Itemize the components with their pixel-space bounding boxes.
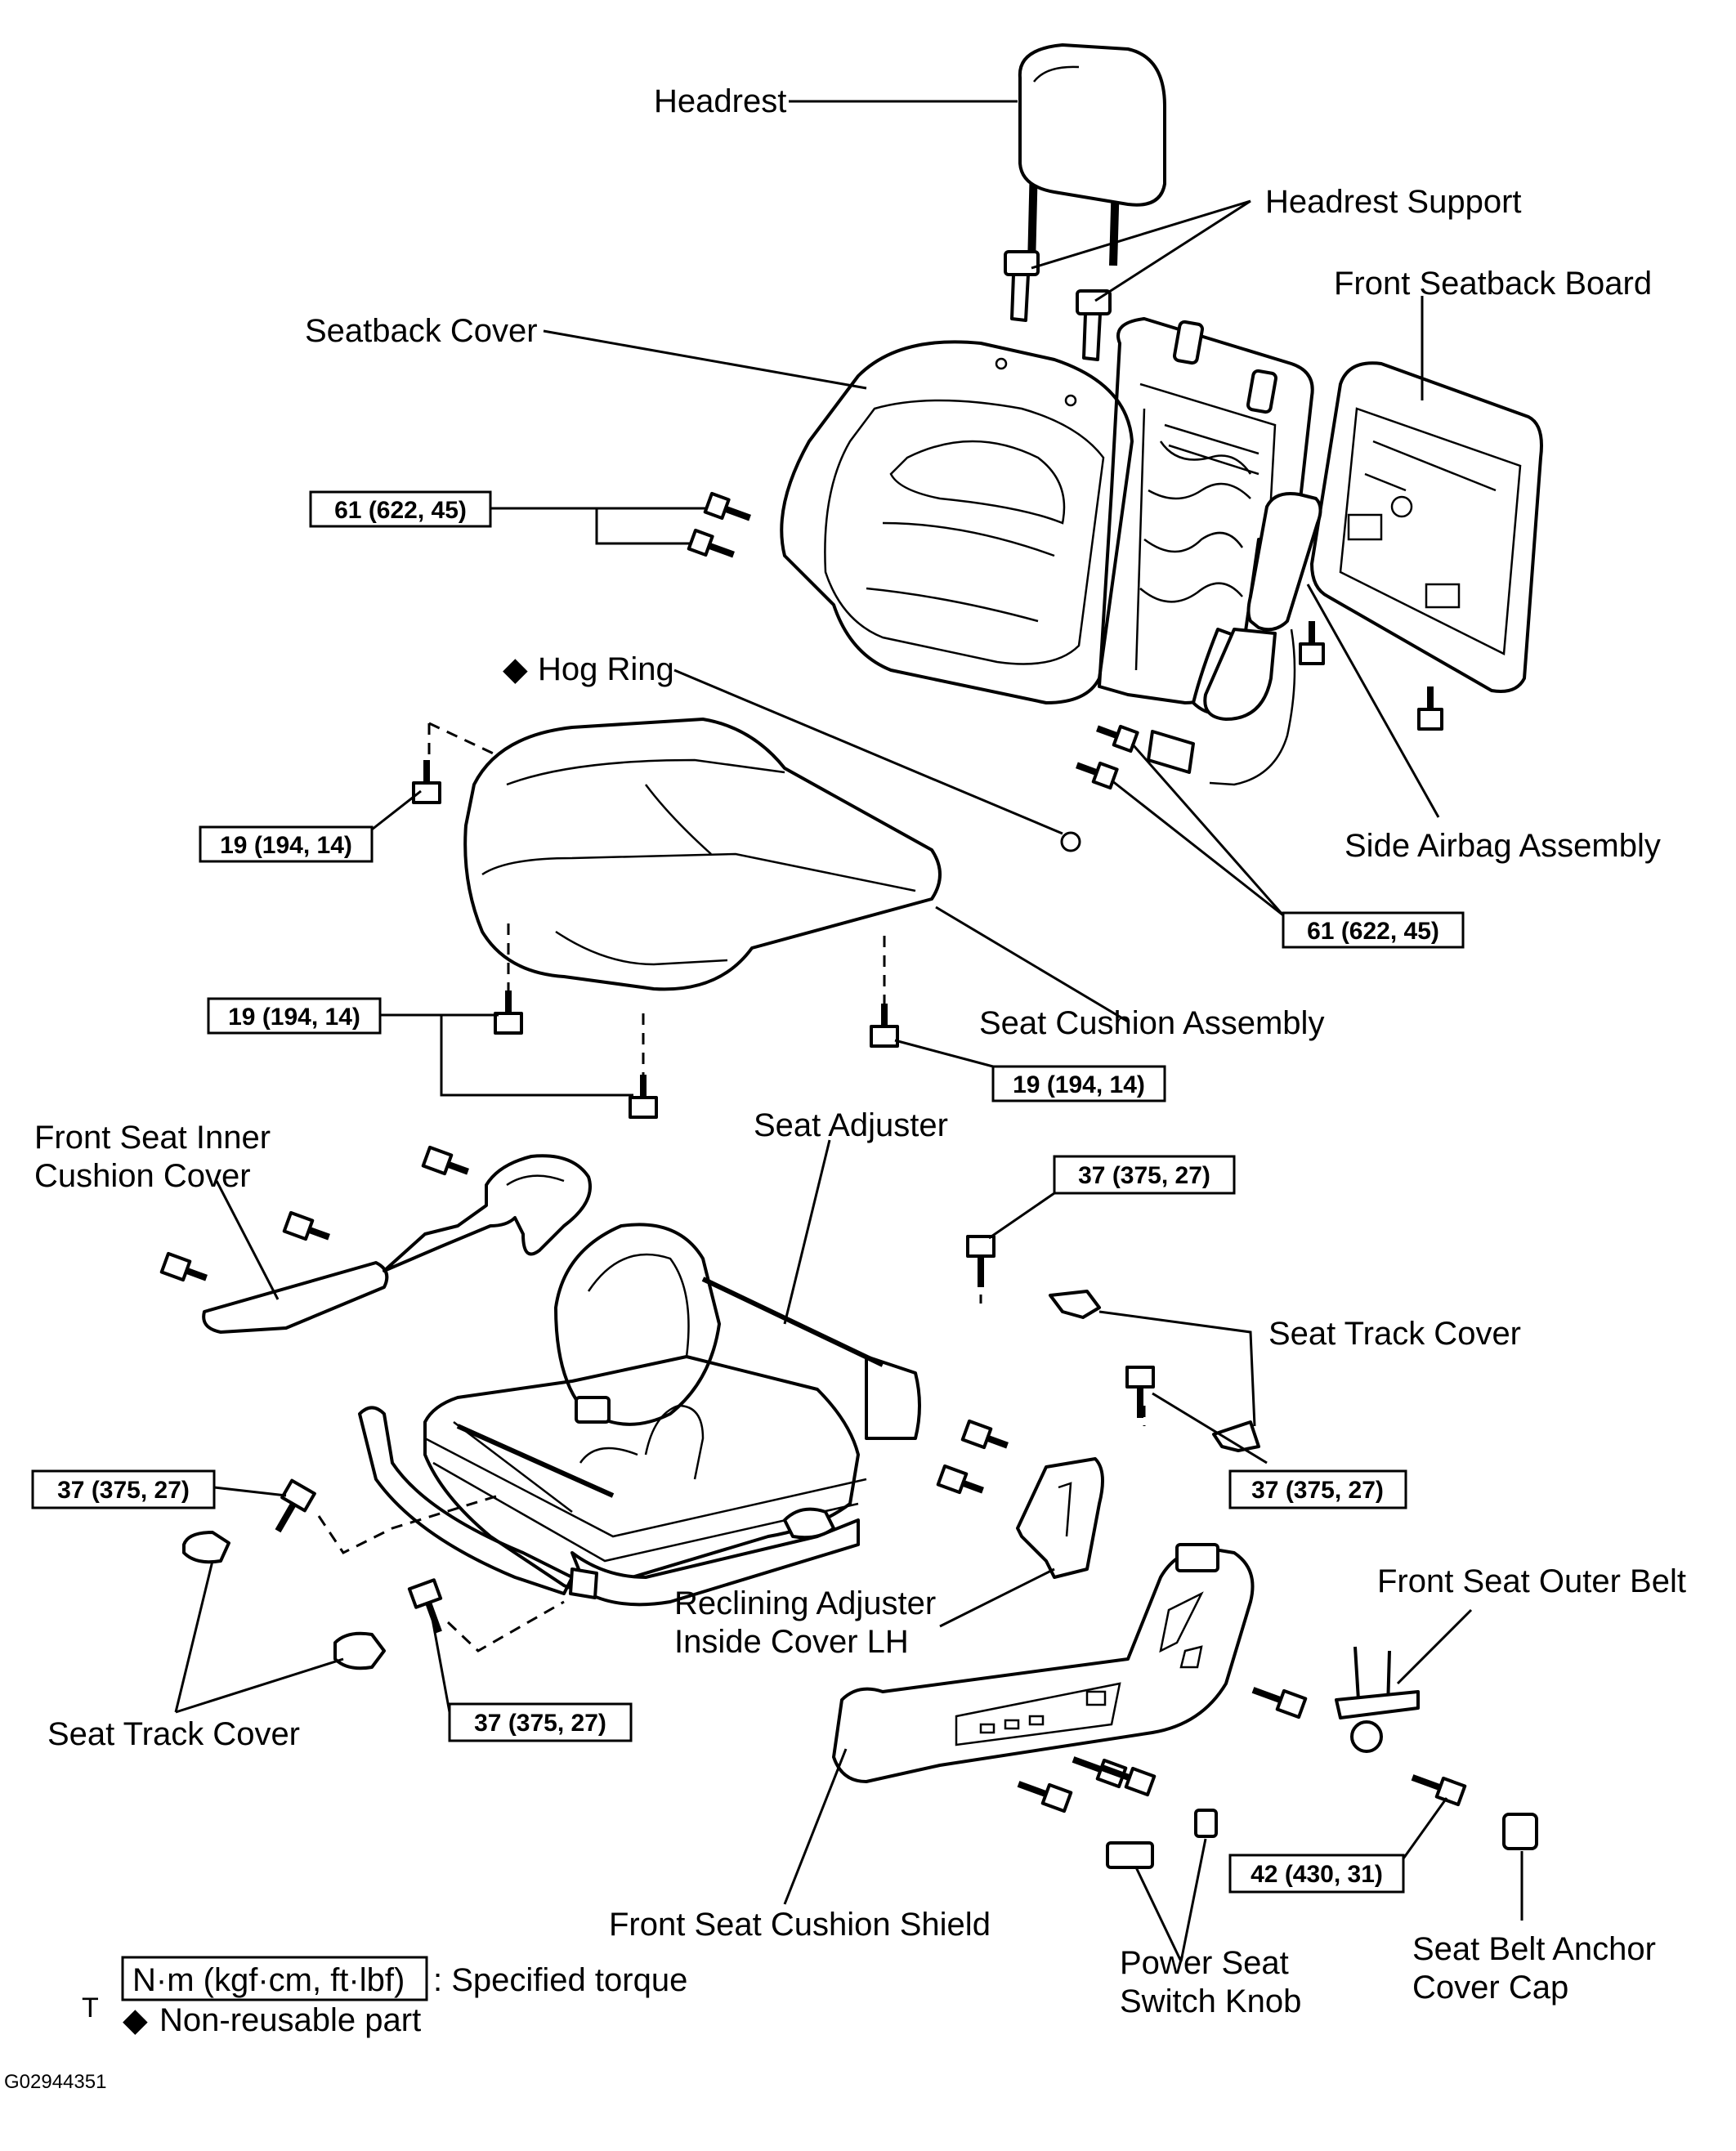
front-seat-cushion-shield-part — [832, 1543, 1255, 1783]
label-front-seatback-board: Front Seatback Board — [1334, 266, 1652, 302]
legend-non-reusable-part: Non-reusable part — [159, 2002, 421, 2038]
legend-corner-mark: T — [82, 1992, 99, 2024]
power-seat-switch-knob-small-part — [1194, 1809, 1218, 1838]
label-seat-belt-anchor-cover-cap: Seat Belt Anchor Cover Cap — [1412, 1931, 1656, 2006]
svg-text:Seat Belt Anchor: Seat Belt Anchor — [1412, 1931, 1656, 1967]
svg-text:Inside Cover LH: Inside Cover LH — [674, 1624, 909, 1660]
seatback-cover-part — [780, 340, 1134, 704]
front-seatback-board-part — [1310, 361, 1543, 693]
svg-text:61 (622, 45): 61 (622, 45) — [1307, 918, 1439, 945]
label-front-seat-inner-cushion-cover: Front Seat Inner Cushion Cover — [34, 1120, 271, 1194]
figure-code: G02944351 — [4, 2071, 106, 2093]
headrest-part — [1018, 43, 1166, 266]
headrest-support-part — [1004, 250, 1112, 361]
seat-cushion-part — [463, 718, 942, 991]
svg-text:61 (622, 45): 61 (622, 45) — [334, 497, 467, 524]
svg-text:Reclining Adjuster: Reclining Adjuster — [674, 1585, 936, 1621]
torque-spec-cushion-front-left: 19 (194, 14) — [207, 997, 382, 1035]
front-seat-outer-belt-part — [1335, 1646, 1420, 1753]
svg-text:Front Seat Inner: Front Seat Inner — [34, 1120, 271, 1156]
svg-text:42 (430, 31): 42 (430, 31) — [1251, 1861, 1383, 1888]
torque-spec-track-rear-right: 37 (375, 27) — [1228, 1469, 1407, 1509]
torque-spec-airbag-nuts: 61 (622, 45) — [1282, 911, 1465, 949]
torque-spec-belt-anchor: 42 (430, 31) — [1228, 1854, 1405, 1894]
label-front-seat-outer-belt: Front Seat Outer Belt — [1377, 1563, 1686, 1599]
svg-text:Hog Ring: Hog Ring — [538, 651, 674, 687]
torque-spec-seatback-bolts: 61 (622, 45) — [309, 490, 492, 528]
seat-track-cover-right-lower-part — [1212, 1420, 1260, 1452]
svg-text:37 (375, 27): 37 (375, 27) — [1251, 1477, 1384, 1504]
label-hog-ring: ◆ Hog Ring — [503, 651, 674, 687]
label-seat-track-cover-right: Seat Track Cover — [1268, 1316, 1521, 1352]
torque-spec-track-front-right: 37 (375, 27) — [1053, 1155, 1236, 1195]
alignment-dashes — [317, 722, 1146, 1652]
leader-lines — [174, 100, 1523, 1962]
label-side-airbag-assembly: Side Airbag Assembly — [1345, 828, 1661, 864]
label-front-seat-cushion-shield: Front Seat Cushion Shield — [609, 1907, 991, 1943]
label-seat-adjuster: Seat Adjuster — [754, 1107, 948, 1143]
svg-text:Power Seat: Power Seat — [1120, 1945, 1289, 1981]
svg-text:19 (194, 14): 19 (194, 14) — [220, 832, 352, 859]
label-seat-cushion-assembly: Seat Cushion Assembly — [979, 1005, 1324, 1041]
seat-adjuster-part — [358, 1223, 921, 1607]
power-seat-switch-knob-part — [1106, 1841, 1154, 1869]
torque-spec-cushion-front-right: 19 (194, 14) — [991, 1065, 1166, 1102]
seat-track-cover-left-lower-part — [333, 1631, 386, 1670]
seat-belt-anchor-cover-cap-part — [1502, 1813, 1538, 1850]
legend-unit-box: N·m (kgf·cm, ft·lbf) — [132, 1962, 405, 1998]
label-reclining-adjuster-inside-cover: Reclining Adjuster Inside Cover LH — [674, 1585, 936, 1660]
svg-text:◆: ◆ — [503, 651, 528, 687]
svg-text:Cushion Cover: Cushion Cover — [34, 1158, 251, 1194]
seat-track-cover-right-upper-part — [1049, 1290, 1101, 1319]
label-seat-track-cover-left: Seat Track Cover — [47, 1716, 300, 1752]
svg-text:19 (194, 14): 19 (194, 14) — [228, 1004, 360, 1031]
svg-text:Switch Knob: Switch Knob — [1120, 1983, 1301, 2019]
seat-track-cover-left-upper-part — [182, 1531, 230, 1564]
torque-spec-track-rear-left: 37 (375, 27) — [448, 1702, 633, 1742]
label-seatback-cover: Seatback Cover — [305, 313, 538, 349]
torque-spec-cushion-rear-left: 19 (194, 14) — [199, 825, 374, 863]
legend-specified-torque: : Specified torque — [433, 1962, 687, 1998]
svg-text:37 (375, 27): 37 (375, 27) — [57, 1477, 190, 1504]
legend: N·m (kgf·cm, ft·lbf) : Specified torque … — [82, 1956, 687, 2038]
svg-text:Cover Cap: Cover Cap — [1412, 1970, 1568, 2006]
svg-text:37 (375, 27): 37 (375, 27) — [1078, 1162, 1210, 1189]
svg-text:37 (375, 27): 37 (375, 27) — [474, 1710, 606, 1737]
label-power-seat-switch-knob: Power Seat Switch Knob — [1120, 1945, 1301, 2019]
front-seat-inner-cushion-cover-part — [202, 1154, 592, 1334]
hog-ring-part — [1060, 831, 1081, 852]
side-airbag-part — [1147, 492, 1322, 786]
label-headrest: Headrest — [654, 83, 786, 119]
reclining-adjuster-cover-part — [1016, 1457, 1104, 1579]
svg-text:19 (194, 14): 19 (194, 14) — [1013, 1071, 1145, 1098]
label-headrest-support: Headrest Support — [1265, 184, 1522, 220]
fasteners — [159, 491, 1467, 1813]
legend-diamond-icon: ◆ — [123, 2002, 148, 2038]
torque-spec-track-front-left: 37 (375, 27) — [31, 1469, 216, 1509]
